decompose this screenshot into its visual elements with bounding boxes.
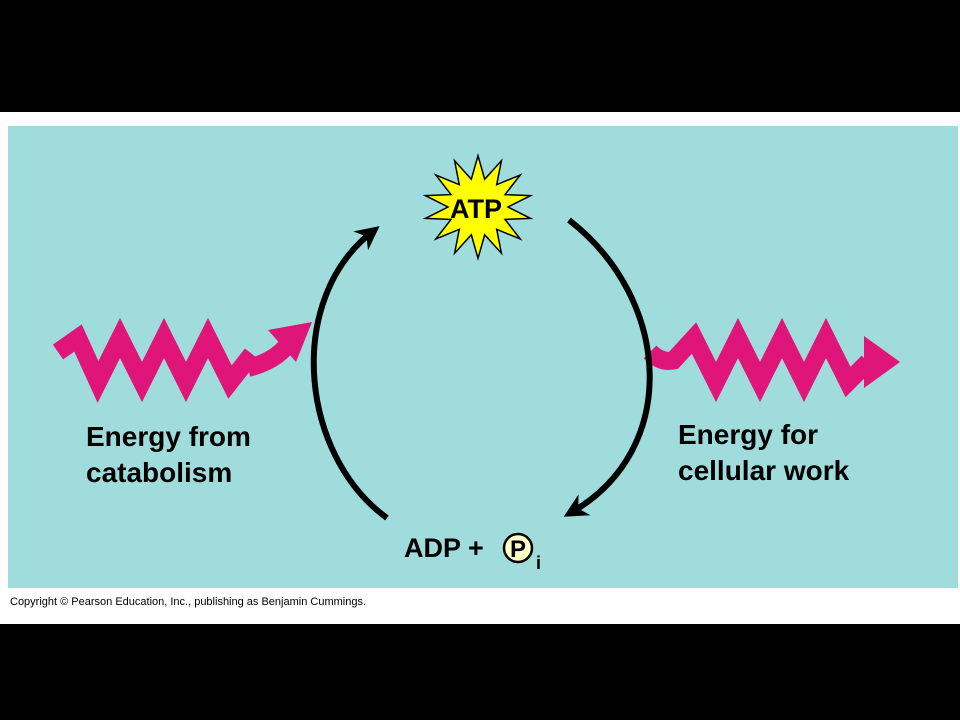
right-label-line-2: cellular work <box>678 455 850 486</box>
atp-starburst: ATP <box>422 152 534 262</box>
cycle-arrow-left <box>310 226 389 521</box>
atp-label: ATP <box>450 194 502 224</box>
copyright-notice: Copyright © Pearson Education, Inc., pub… <box>10 596 367 608</box>
left-label-line-1: Energy from <box>86 421 251 452</box>
phosphate-circle <box>502 532 534 564</box>
energy-input-zigzag-arrow <box>52 317 312 403</box>
energy-for-cellular-work-label: Energy for cellular work <box>678 419 850 486</box>
right-label-line-1: Energy for <box>678 419 818 450</box>
left-label-line-2: catabolism <box>86 457 232 488</box>
energy-output-zigzag-arrow <box>643 317 900 403</box>
phosphate-subscript: i <box>536 553 541 573</box>
energy-from-catabolism-label: Energy from catabolism <box>86 421 251 488</box>
cycle-arrow-right <box>563 217 653 517</box>
adp-pi-label: ADP + P i <box>404 532 541 573</box>
phosphate-label: P <box>510 536 526 563</box>
adp-label: ADP + <box>404 533 484 563</box>
